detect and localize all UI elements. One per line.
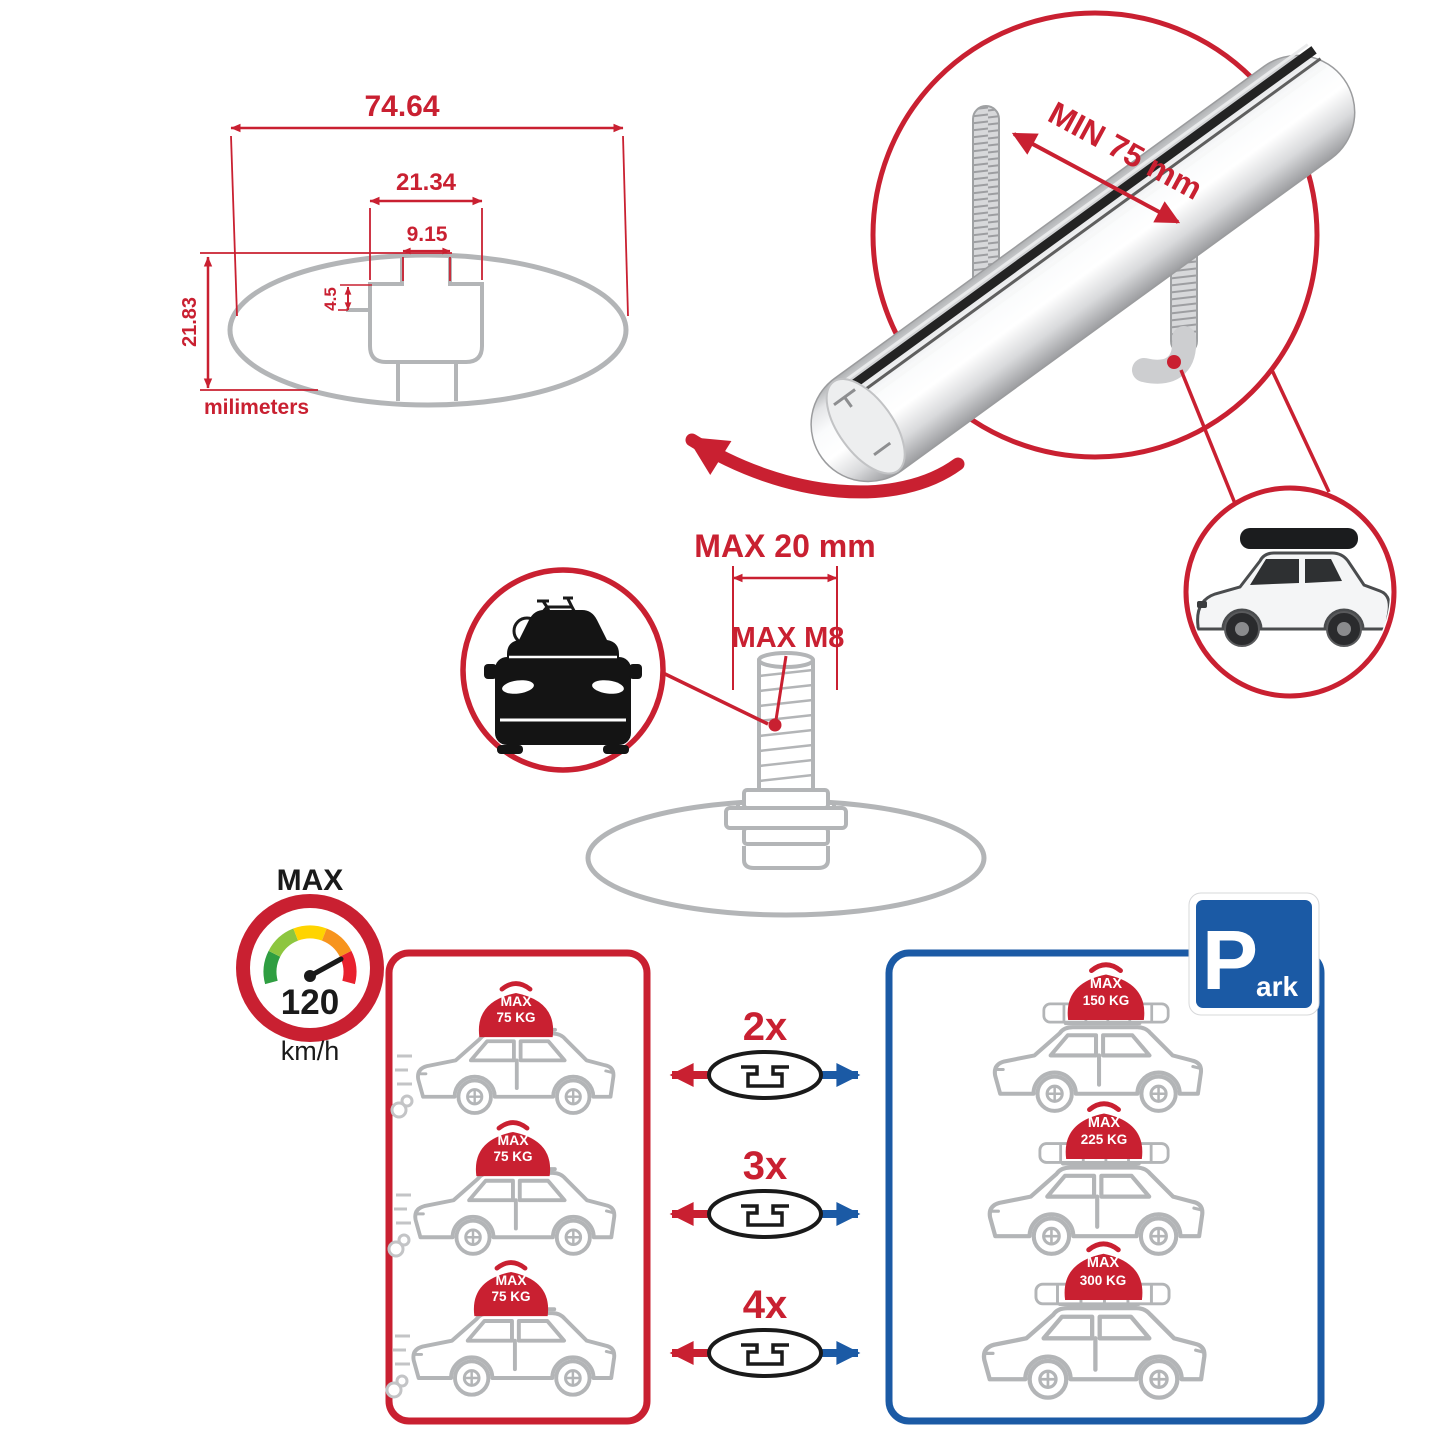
cargo-badge-label: MAX	[1090, 976, 1123, 992]
units-label: milimeters	[204, 396, 309, 419]
driving-car-1: MAX 75 KG	[390, 984, 616, 1119]
exhaust-smoke-icon	[400, 1094, 414, 1108]
parked-car-2: MAX 225 KG	[990, 1104, 1203, 1254]
cargo-badge-label: MAX	[1087, 1255, 1120, 1271]
park-sign-letter: P	[1202, 913, 1258, 1007]
headlight-icon	[592, 680, 624, 694]
t-bolt	[724, 651, 848, 846]
cargo-badge-weight: 75 KG	[493, 1149, 532, 1164]
dim-total-width-label: 74.64	[364, 90, 439, 123]
bar-count-label: 2x	[743, 1005, 788, 1049]
dimension-slot-outer	[369, 196, 483, 280]
exhaust-smoke-icon	[387, 1240, 405, 1258]
dim-slot-outer-label: 21.34	[396, 169, 457, 196]
t-slot-glyph	[741, 1065, 789, 1088]
bar-count-row-2: 3x	[669, 1144, 861, 1239]
park-sign: P ark	[1188, 892, 1320, 1016]
dim-slot-inner-label: 9.15	[407, 223, 448, 246]
slot-channel-lines	[736, 801, 836, 870]
bar-count-label: 4x	[743, 1283, 788, 1327]
dim-step-label: 4.5	[321, 287, 340, 311]
bike-on-car-circle	[460, 567, 666, 773]
cargo-badge-weight: 300 KG	[1080, 1273, 1127, 1288]
bar-count-row-3: 4x	[669, 1283, 861, 1378]
motion-lines	[395, 1054, 412, 1086]
min-clamp-arrow	[1011, 132, 1181, 224]
crossbar-closeup: MIN 75 mm	[685, 10, 1397, 699]
exhaust-smoke-icon	[395, 1374, 409, 1388]
load-comparison: MAX 75 KG MAX 75 KG MAX 75 KG 2x	[385, 892, 1325, 1425]
bar-count-label: 3x	[743, 1144, 788, 1188]
callout-arrow-to-profile	[685, 433, 965, 499]
crossbar-cross-section-diagram: 74.64 21.34 9.15 4.5 21.83 milimeters	[179, 90, 629, 419]
crossbar-profile-ellipse	[227, 252, 629, 408]
bar-count-row-1: 2x	[669, 1005, 861, 1100]
crossbar-oval-icon	[707, 1328, 823, 1378]
cargo-badge-weight: 225 KG	[1081, 1132, 1128, 1147]
circle-connector-line	[1179, 369, 1238, 507]
circle-leader-line	[660, 670, 769, 726]
car-front-icon	[484, 610, 642, 754]
dimension-step	[338, 284, 372, 311]
crossbar-oval-icon	[707, 1050, 823, 1100]
bolt-thread-label: MAX M8	[732, 622, 845, 654]
exhaust-smoke-icon	[397, 1233, 411, 1247]
dimension-total-width	[230, 123, 629, 317]
t-slot-glyph	[741, 1204, 789, 1227]
driving-car-2: MAX 75 KG	[387, 1123, 617, 1258]
t-slot-channel-outline	[368, 256, 484, 364]
parked-car-3: MAX 300 KG	[984, 1244, 1204, 1398]
dimension-bolt-length	[732, 566, 838, 690]
park-sign-plate	[1196, 900, 1312, 1008]
exhaust-smoke-icon	[390, 1101, 408, 1119]
suv-with-roofbox-illustration	[1196, 528, 1390, 647]
motion-lines	[393, 1334, 410, 1366]
thread-dot	[768, 718, 782, 732]
speed-max-label: MAX	[277, 864, 344, 897]
cargo-badge-label: MAX	[1088, 1115, 1121, 1131]
cargo-badge-label: MAX	[495, 1272, 527, 1288]
headlight-icon	[502, 680, 534, 694]
circle-connector-line	[1269, 367, 1331, 493]
cargo-badge-label: MAX	[497, 1132, 529, 1148]
cargo-badge-weight: 75 KG	[491, 1289, 530, 1304]
bolt-length-label: MAX 20 mm	[694, 528, 875, 564]
exhaust-smoke-icon	[385, 1381, 403, 1399]
cargo-badge-weight: 150 KG	[1083, 993, 1130, 1008]
parked-car-1: MAX 150 KG	[995, 965, 1201, 1111]
suv-roofbox-circle	[1183, 485, 1397, 699]
bar-end-face	[825, 378, 906, 475]
park-sign-suffix: ark	[1256, 971, 1298, 1002]
driving-car-3: MAX 75 KG	[385, 1263, 617, 1399]
cargo-badge-label: MAX	[500, 993, 532, 1009]
speedometer-gauge-icon	[263, 925, 357, 985]
mount-bolt-spec: MAX 20 mm MAX M8	[460, 528, 987, 918]
motion-lines	[394, 1193, 411, 1225]
speed-value: 120	[281, 983, 339, 1022]
clamp-detail-dot	[1167, 355, 1181, 369]
roofbox-icon	[1240, 528, 1358, 549]
aluminum-crossbar	[810, 43, 1356, 483]
crossbar-oval-icon	[707, 1189, 823, 1239]
cargo-badge-weight: 75 KG	[496, 1010, 535, 1025]
dim-total-height-label: 21.83	[179, 297, 201, 347]
speedometer-hub	[304, 970, 316, 982]
speed-unit: km/h	[281, 1036, 340, 1066]
t-slot-glyph	[741, 1343, 789, 1366]
dimension-slot-inner	[402, 247, 451, 281]
dimension-total-height	[200, 252, 452, 391]
speed-limit-badge: MAX 120 km/h	[236, 864, 384, 1066]
thread-leader-line	[774, 655, 788, 721]
